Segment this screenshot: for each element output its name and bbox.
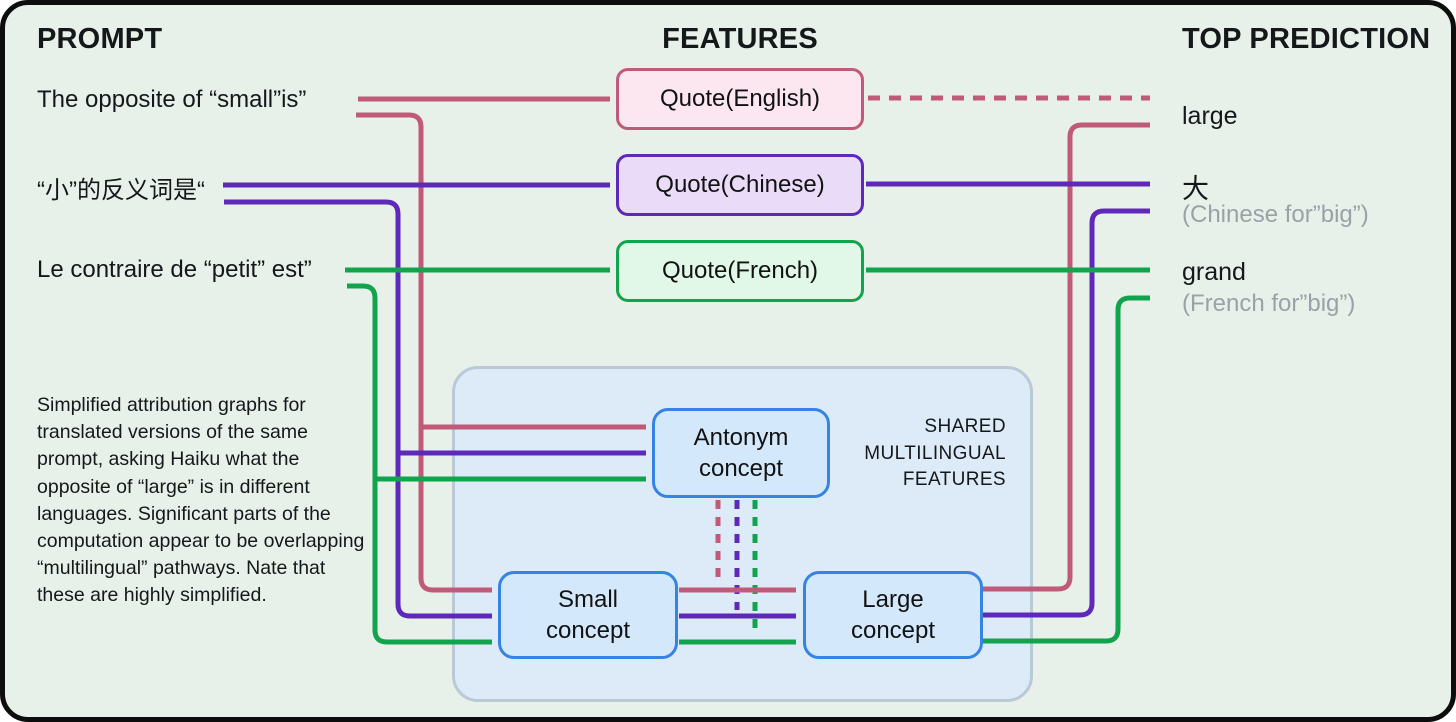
prediction-french: grand (1182, 258, 1246, 286)
prompt-chinese: “小”的反义词是“ (37, 177, 205, 204)
caption-text: Simplified attribution graphs for transl… (37, 394, 365, 607)
concept-box-small: Small concept (498, 571, 678, 659)
shared-features-label: SHARED MULTILINGUAL FEATURES (790, 414, 1006, 494)
prediction-english: large (1182, 102, 1238, 130)
shared-label-line-3: FEATURES (902, 469, 1006, 490)
shared-label-line-1: SHARED (924, 416, 1006, 437)
column-header-features: FEATURES (662, 23, 818, 55)
column-header-prompt: PROMPT (37, 23, 163, 55)
concept-box-large: Large concept (803, 571, 983, 659)
prompt-english: The opposite of “small”is” (37, 86, 307, 113)
column-header-top-prediction: TOP PREDICTION (1182, 23, 1431, 55)
prediction-chinese: 大 (1182, 174, 1209, 204)
prediction-french-note: (French for”big”) (1182, 290, 1356, 317)
feature-box-quote-chinese: Quote(Chinese) (616, 154, 864, 216)
shared-label-line-2: MULTILINGUAL (864, 442, 1006, 464)
concept-box-antonym: Antonym concept (652, 408, 830, 498)
feature-box-quote-french: Quote(French) (616, 240, 864, 302)
feature-box-quote-english: Quote(English) (616, 68, 864, 130)
prediction-chinese-note: (Chinese for”big”) (1182, 201, 1369, 228)
prompt-french: Le contraire de “petit” est” (37, 256, 312, 283)
